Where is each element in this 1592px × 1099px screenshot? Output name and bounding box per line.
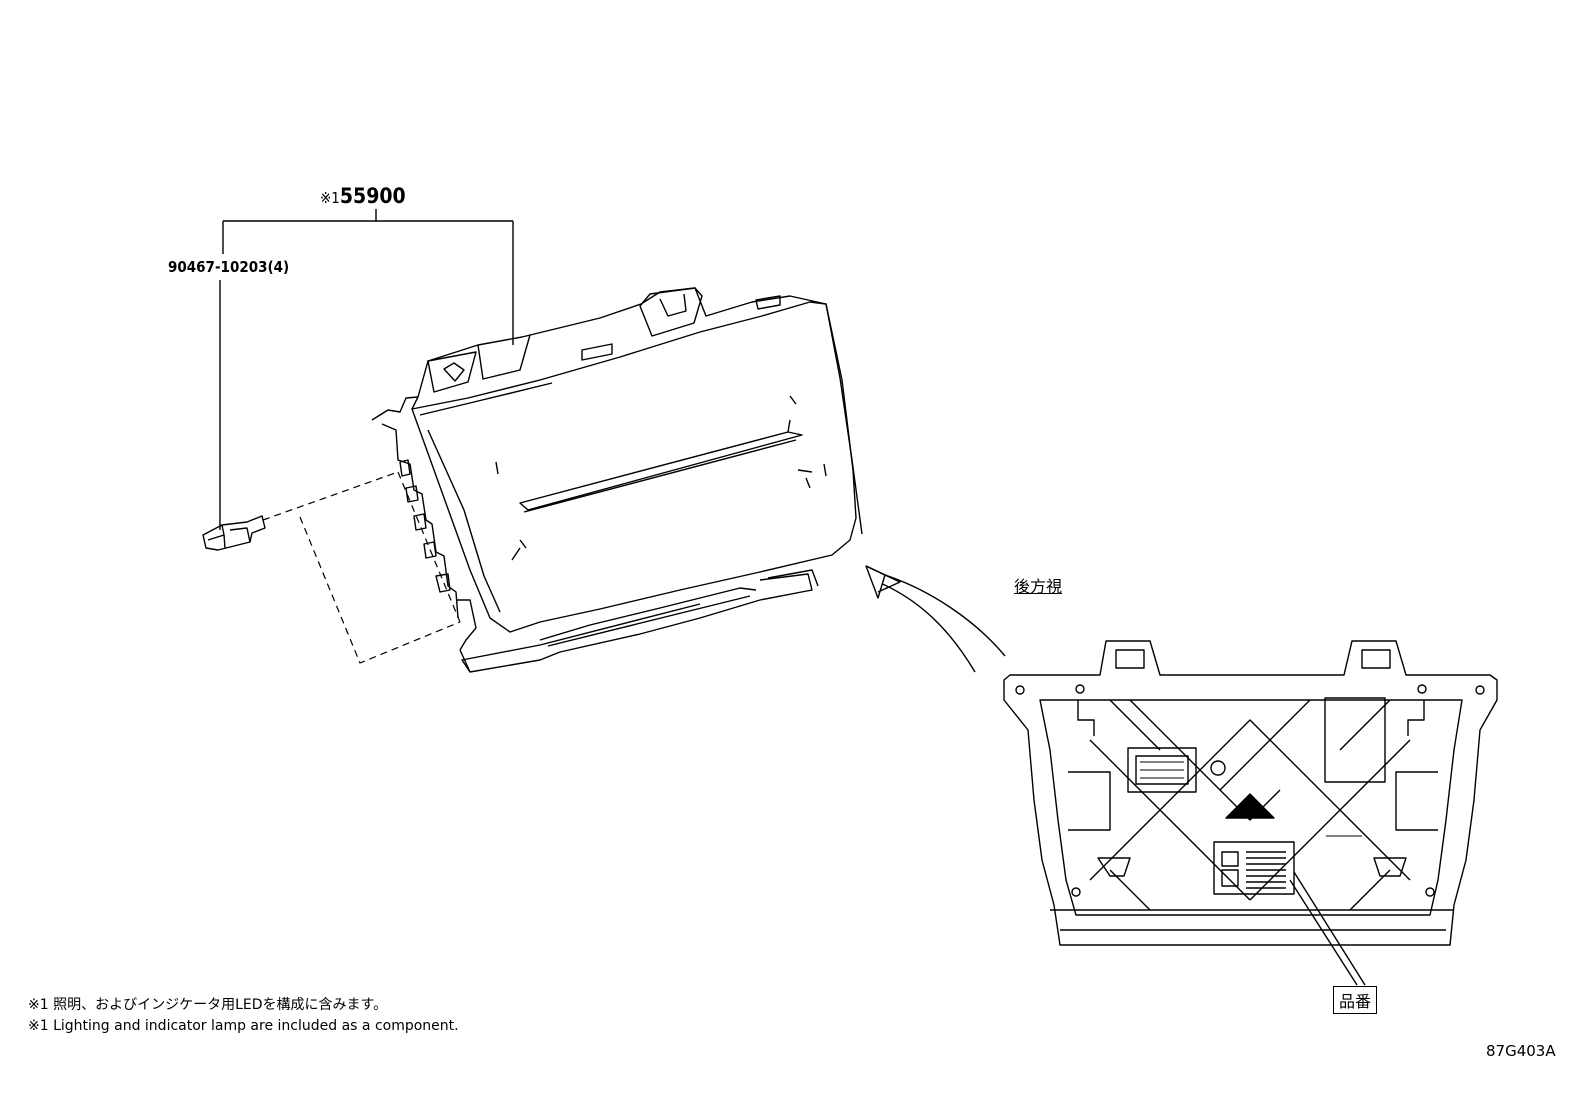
panel-rear-view (1003, 640, 1498, 986)
leader-bracket (219, 209, 514, 530)
note-english: ※1 Lighting and indicator lamp are inclu… (28, 1018, 459, 1034)
rear-view-label: 後方視 (1014, 577, 1063, 596)
part-number-label: 品番 (1333, 986, 1378, 1014)
clip-part (202, 515, 266, 551)
component-note-mark: ※1 (320, 189, 340, 207)
illustration-code: 87G403A (1486, 1042, 1556, 1060)
note-japanese: ※1 照明、およびインジケータ用LEDを構成に含みます。 (28, 997, 388, 1013)
view-arrow (865, 565, 1006, 673)
assembly-dashed-lines (262, 471, 461, 664)
main-part-number: ※155900 (320, 184, 406, 208)
panel-front-view (371, 287, 863, 673)
main-part-number-value: 55900 (339, 184, 406, 208)
clip-part-number: 90467-10203(4) (168, 258, 290, 276)
